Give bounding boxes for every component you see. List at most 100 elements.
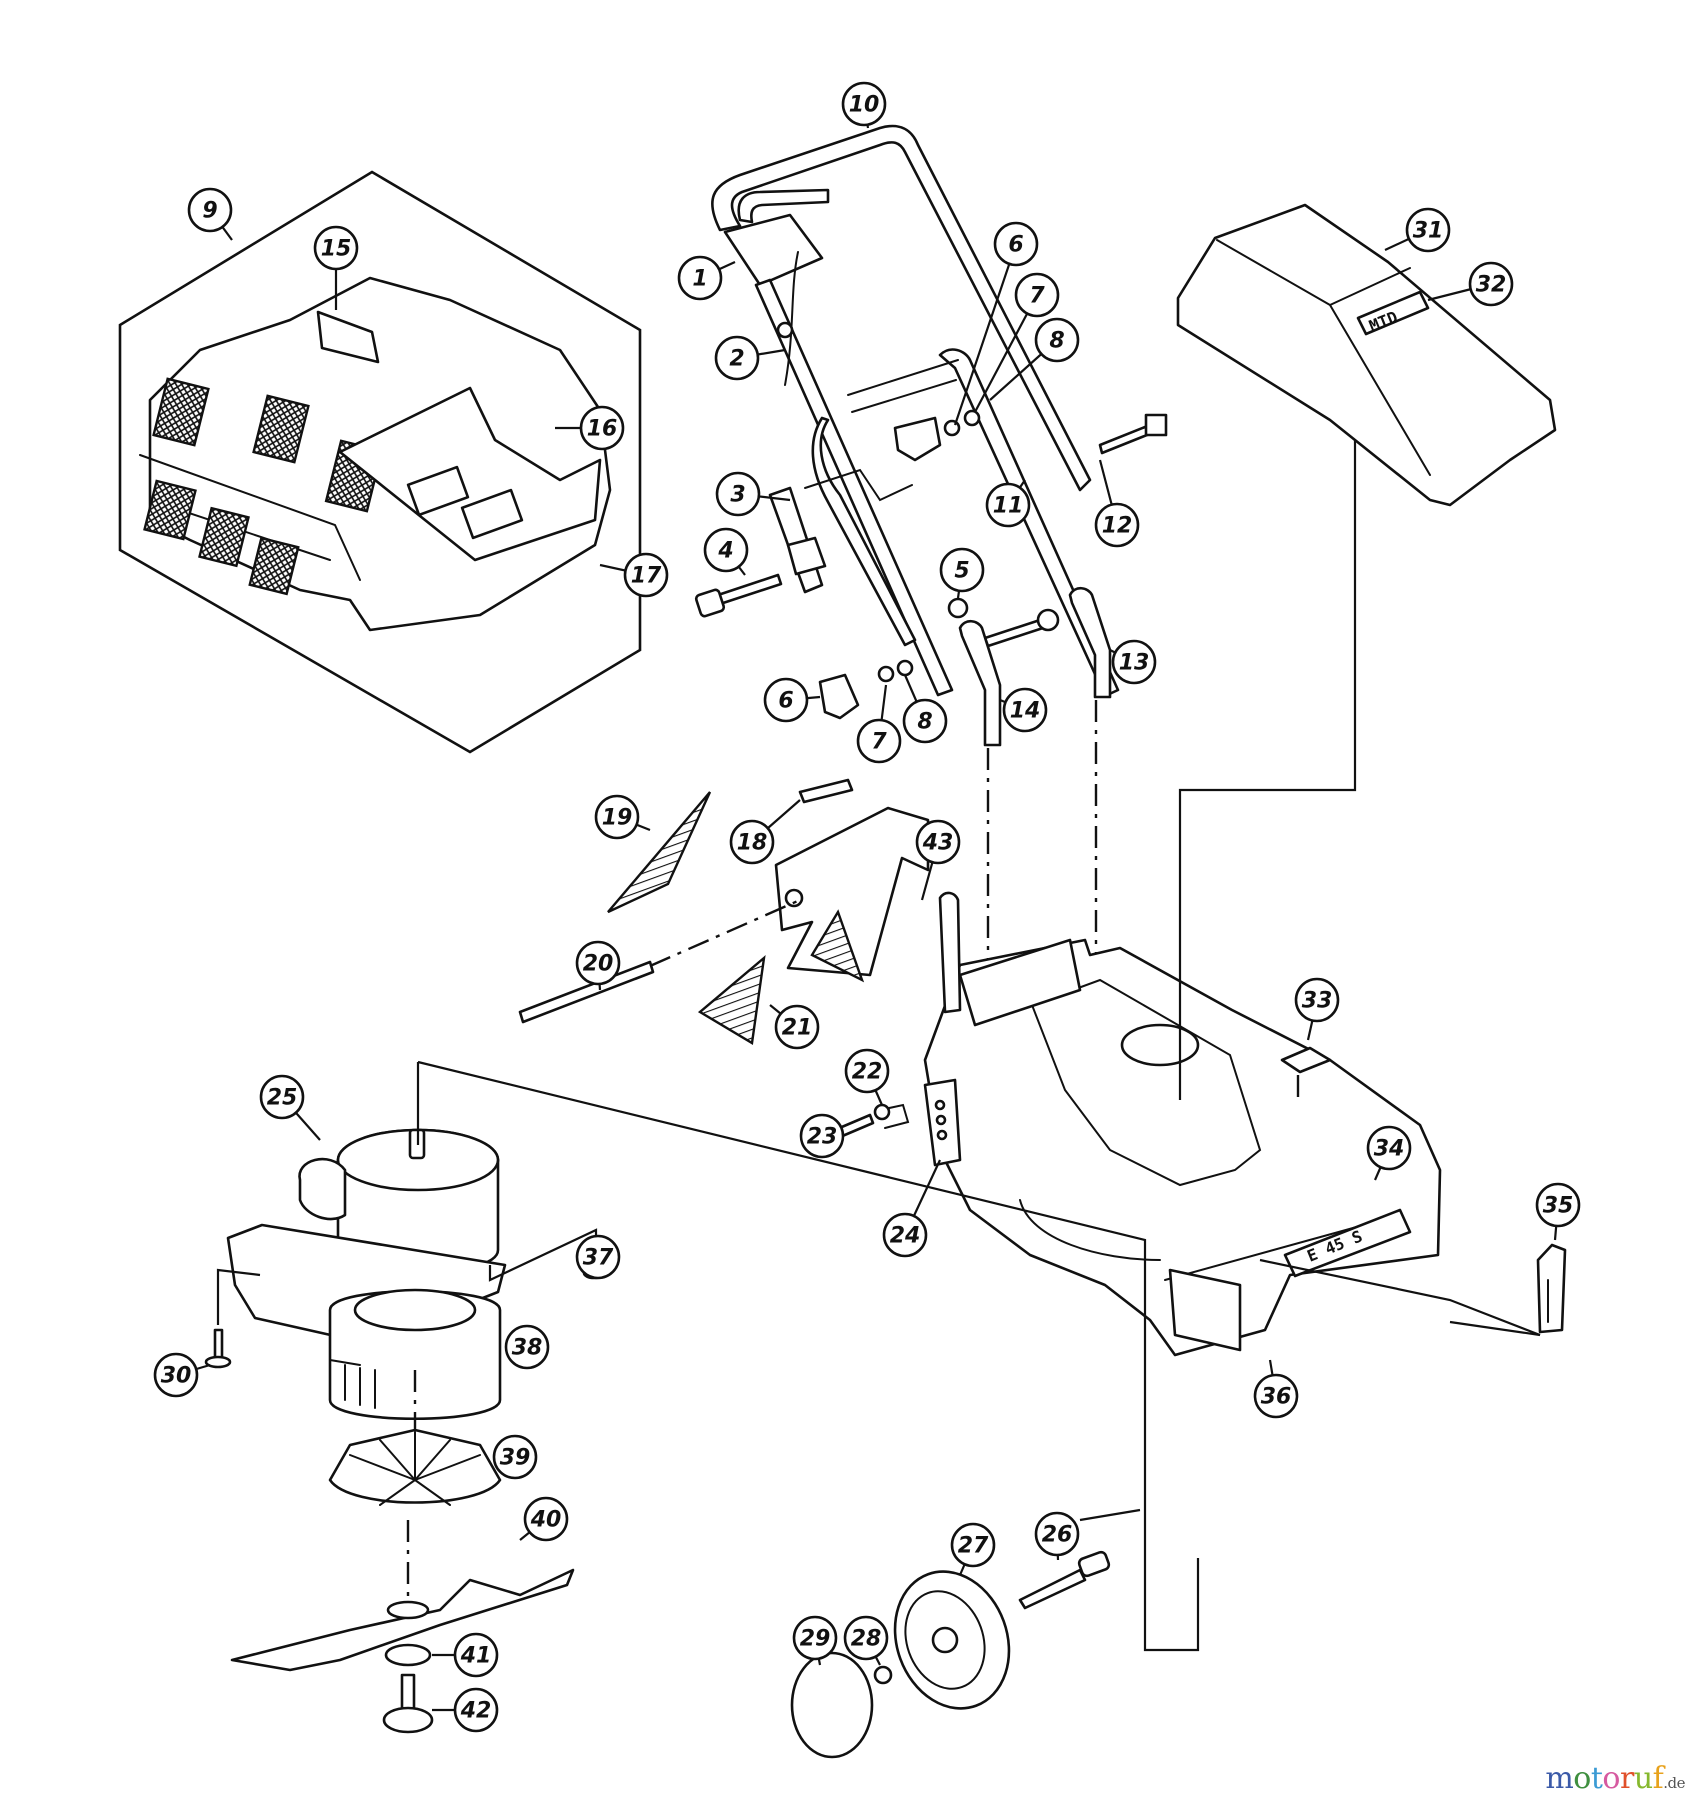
wheel-assembly bbox=[790, 1550, 1111, 1759]
handle-lower-bend bbox=[811, 416, 917, 647]
callout-circle bbox=[902, 698, 948, 744]
upper-handle bbox=[711, 124, 1092, 492]
callout-8a[interactable]: 8 bbox=[989, 317, 1080, 401]
watermark-letter: o bbox=[1573, 1761, 1591, 1796]
callout-circle bbox=[882, 1212, 928, 1258]
callout-11[interactable]: 11 bbox=[985, 479, 1031, 528]
callout-circle bbox=[1014, 272, 1060, 318]
callout-number: 29 bbox=[800, 1627, 831, 1652]
callout-7b[interactable]: 7 bbox=[856, 684, 902, 764]
callout-29[interactable]: 29 bbox=[792, 1615, 838, 1666]
callout-number: 6 bbox=[1008, 233, 1023, 258]
callouts: 1234567867891011121314151617181920212223… bbox=[153, 81, 1581, 1733]
callout-17[interactable]: 17 bbox=[599, 552, 669, 598]
callout-4[interactable]: 4 bbox=[703, 527, 749, 576]
callout-16[interactable]: 16 bbox=[555, 405, 625, 451]
lower-handle bbox=[754, 278, 954, 697]
watermark-letter: r bbox=[1619, 1761, 1634, 1796]
callout-9[interactable]: 9 bbox=[187, 187, 233, 241]
discharge-chute-opening bbox=[1120, 1023, 1200, 1067]
callout-36[interactable]: 36 bbox=[1253, 1359, 1299, 1419]
callout-6b[interactable]: 6 bbox=[763, 677, 821, 723]
handle-bracket bbox=[1068, 586, 1112, 699]
callout-number: 33 bbox=[1302, 989, 1333, 1014]
callout-22[interactable]: 22 bbox=[844, 1048, 890, 1106]
callout-33[interactable]: 33 bbox=[1294, 977, 1340, 1041]
grass-catcher-assembly bbox=[118, 170, 642, 754]
callout-number: 8 bbox=[1049, 329, 1064, 354]
callout-31[interactable]: 31 bbox=[1384, 207, 1451, 253]
callout-number: 13 bbox=[1119, 651, 1150, 676]
callout-15[interactable]: 15 bbox=[313, 225, 359, 310]
handle-assembly bbox=[694, 124, 1168, 970]
callout-25[interactable]: 25 bbox=[259, 1074, 321, 1141]
callout-19[interactable]: 19 bbox=[594, 794, 651, 840]
callout-6a[interactable]: 6 bbox=[953, 221, 1039, 426]
callout-number: 11 bbox=[993, 494, 1024, 519]
callout-number: 8 bbox=[917, 710, 932, 735]
callout-circle bbox=[504, 1324, 550, 1370]
callout-24[interactable]: 24 bbox=[882, 1159, 941, 1258]
callout-27[interactable]: 27 bbox=[950, 1522, 996, 1576]
callout-35[interactable]: 35 bbox=[1535, 1182, 1581, 1241]
assembly-lines bbox=[416, 440, 1541, 1652]
callout-12[interactable]: 12 bbox=[1094, 459, 1140, 548]
callout-28[interactable]: 28 bbox=[843, 1615, 889, 1666]
callout-42[interactable]: 42 bbox=[432, 1687, 499, 1733]
callout-circle bbox=[1405, 207, 1451, 253]
watermark-letter: m bbox=[1545, 1761, 1574, 1796]
callout-26[interactable]: 26 bbox=[1034, 1511, 1080, 1561]
washer bbox=[873, 1665, 893, 1685]
callout-number: 25 bbox=[267, 1086, 298, 1111]
callout-37[interactable]: 37 bbox=[575, 1234, 621, 1280]
cable bbox=[784, 251, 799, 386]
callout-23[interactable]: 23 bbox=[799, 1113, 845, 1159]
capacitor bbox=[298, 1157, 347, 1221]
callout-number: 18 bbox=[737, 831, 768, 856]
motor-assembly bbox=[204, 1128, 606, 1734]
callout-circle bbox=[774, 1004, 820, 1050]
catcher-vent bbox=[152, 377, 210, 447]
callout-leader bbox=[953, 243, 1018, 426]
callout-number: 1 bbox=[692, 267, 707, 292]
callout-number: 39 bbox=[500, 1446, 531, 1471]
callout-circle bbox=[1002, 687, 1048, 733]
callout-18[interactable]: 18 bbox=[729, 799, 801, 865]
callout-34[interactable]: 34 bbox=[1366, 1125, 1412, 1181]
rear-flap-assembly bbox=[518, 778, 930, 1045]
callout-circle bbox=[1535, 1182, 1581, 1228]
callout-43[interactable]: 43 bbox=[915, 819, 961, 901]
catcher-vent bbox=[248, 536, 300, 596]
callout-circle bbox=[950, 1522, 996, 1568]
callout-circle bbox=[575, 1234, 621, 1280]
rear-flap-mesh bbox=[810, 909, 865, 983]
callout-32[interactable]: 32 bbox=[1427, 261, 1514, 307]
callout-20[interactable]: 20 bbox=[575, 940, 621, 991]
callout-circle bbox=[187, 187, 233, 233]
callout-circle bbox=[792, 1615, 838, 1661]
callout-40[interactable]: 40 bbox=[519, 1496, 569, 1542]
callout-41[interactable]: 41 bbox=[432, 1632, 499, 1678]
callout-circle bbox=[715, 471, 761, 517]
callout-3[interactable]: 3 bbox=[715, 471, 791, 517]
callout-7a[interactable]: 7 bbox=[974, 272, 1060, 413]
callout-1[interactable]: 1 bbox=[677, 255, 736, 301]
callout-circle bbox=[1468, 261, 1514, 307]
callout-5[interactable]: 5 bbox=[939, 547, 985, 599]
callout-number: 5 bbox=[954, 559, 969, 584]
callout-13[interactable]: 13 bbox=[1109, 639, 1157, 685]
callout-14[interactable]: 14 bbox=[999, 687, 1048, 733]
callout-30[interactable]: 30 bbox=[153, 1352, 211, 1398]
watermark-letter: u bbox=[1633, 1761, 1653, 1796]
callout-2[interactable]: 2 bbox=[714, 335, 786, 381]
callout-38[interactable]: 38 bbox=[504, 1324, 550, 1370]
watermark-letter: t bbox=[1590, 1761, 1603, 1796]
callout-10[interactable]: 10 bbox=[841, 81, 887, 129]
callout-circle bbox=[623, 552, 669, 598]
watermark-suffix: .de bbox=[1663, 1774, 1685, 1792]
callout-39[interactable]: 39 bbox=[492, 1434, 538, 1480]
callout-8b[interactable]: 8 bbox=[902, 674, 948, 744]
hub-cap bbox=[790, 1651, 874, 1759]
callout-21[interactable]: 21 bbox=[769, 1004, 820, 1050]
callout-number: 3 bbox=[730, 483, 745, 508]
